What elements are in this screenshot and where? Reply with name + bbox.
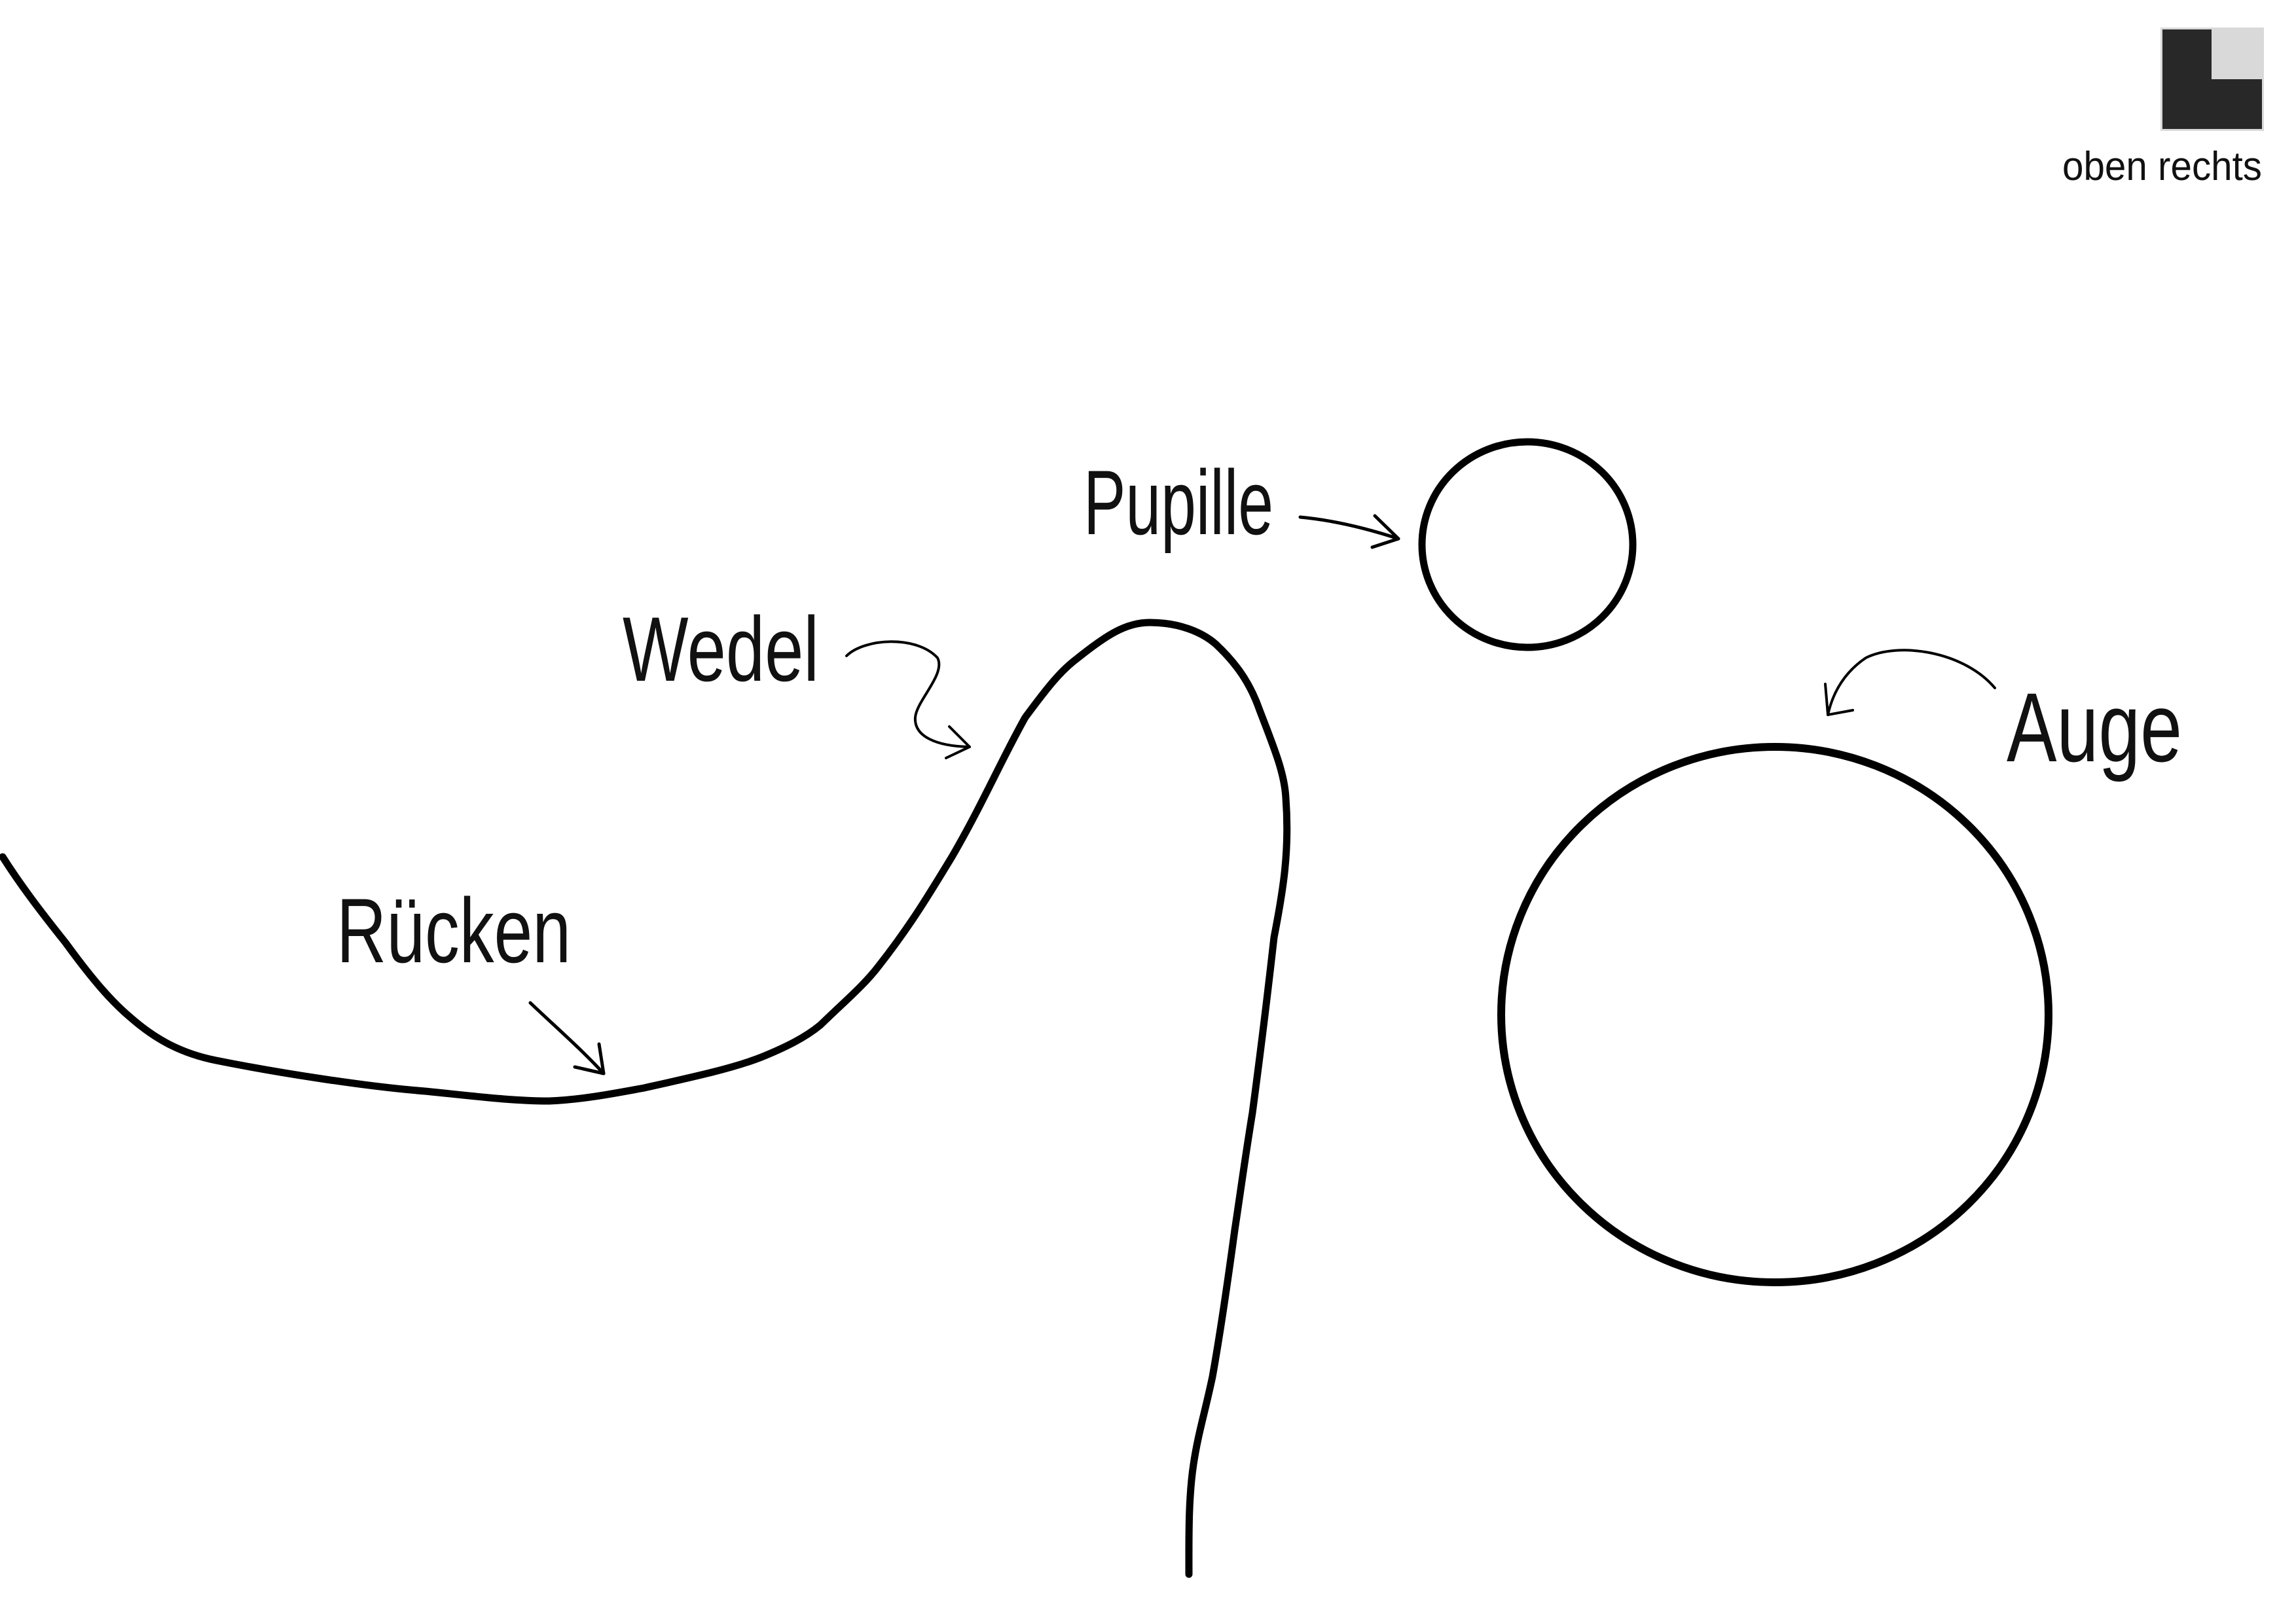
label-wedel: Wedel xyxy=(623,598,819,700)
label-pupille: Pupille xyxy=(1084,451,1273,554)
arrow-wedel xyxy=(845,640,971,759)
label-auge: Auge xyxy=(2007,672,2182,782)
arrow-ruecken xyxy=(528,1001,606,1075)
eye-circle xyxy=(1497,743,2052,1286)
back-curve xyxy=(0,619,1291,1578)
pupil-circle xyxy=(1418,438,1637,651)
arrow-auge xyxy=(1824,649,1996,716)
arrow-pupille xyxy=(1298,514,1400,549)
label-ruecken: Rücken xyxy=(337,879,571,982)
logo-caption: oben rechts xyxy=(2062,144,2262,189)
logo xyxy=(2160,27,2264,131)
